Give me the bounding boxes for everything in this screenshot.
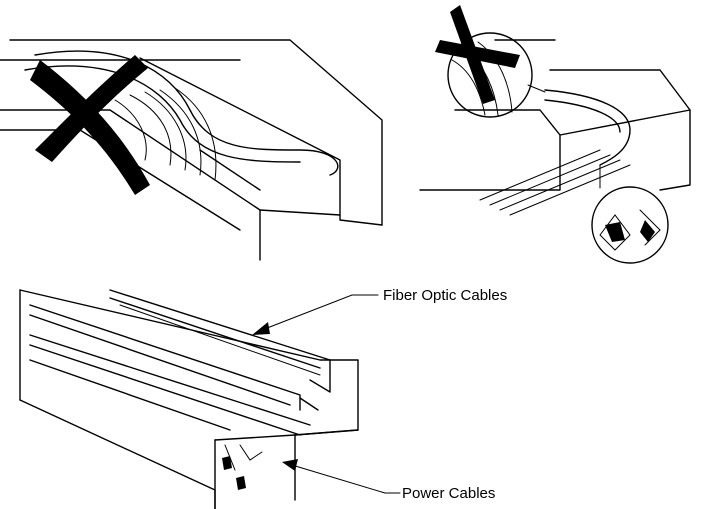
incorrect-x-mark — [30, 60, 150, 195]
incorrect-routing-right-panel — [419, 5, 691, 264]
callout-fiber-optic-cables: Fiber Optic Cables — [383, 287, 507, 304]
callout-power-cables: Power Cables — [402, 485, 495, 502]
correct-routing-panel: Fiber Optic Cables Power Cables — [19, 287, 507, 509]
incorrect-routing-left-panel — [0, 39, 383, 261]
